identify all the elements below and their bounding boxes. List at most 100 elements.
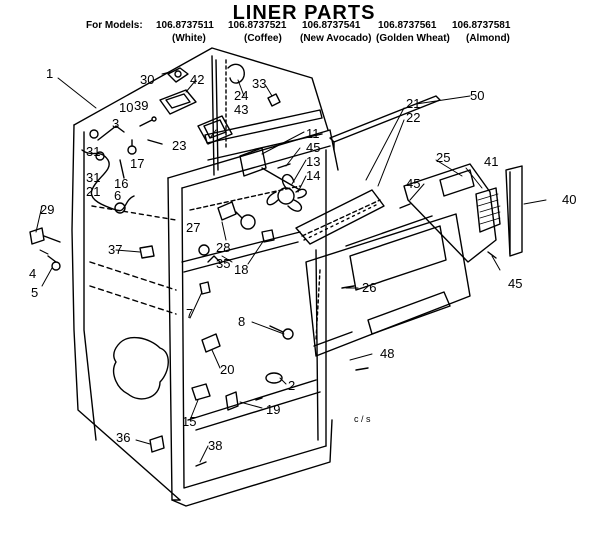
- callout-11: 11: [306, 126, 320, 141]
- callout-2: 2: [288, 378, 296, 393]
- callout-31-upper: 31: [86, 144, 101, 159]
- callout-50: 50: [470, 88, 485, 103]
- model-number: 106.8737541: [302, 20, 361, 31]
- part-43-frame: [197, 115, 233, 145]
- callout-18: 18: [234, 262, 249, 277]
- part-29-hinge: [29, 227, 61, 245]
- part-6-clip: [114, 202, 126, 214]
- part-8-plug: [269, 325, 294, 340]
- part-40-trim: [505, 165, 523, 257]
- part-22-duct: [295, 189, 385, 245]
- callout-8: 8: [238, 314, 246, 329]
- model-color: (Almond): [466, 33, 510, 44]
- callout-14: 14: [306, 168, 321, 183]
- part-2-foot: [265, 372, 283, 384]
- drawing-note: c / s: [354, 414, 371, 424]
- callout-45-panel: 45: [406, 176, 421, 191]
- part-18-clip: [261, 229, 275, 243]
- part-24-clip: [227, 63, 245, 84]
- callout-16: 16: [114, 176, 129, 191]
- access-opening: [112, 336, 169, 400]
- callout-35: 35: [216, 256, 231, 271]
- callout-6: 6: [114, 188, 122, 203]
- page-title: LINER PARTS: [232, 2, 376, 24]
- part-16-pin: [119, 159, 125, 179]
- callout-22: 22: [406, 110, 421, 125]
- callout-4: 4: [29, 266, 37, 281]
- part-45-screw-top: [277, 163, 291, 169]
- callout-30: 30: [140, 72, 155, 87]
- callout-41: 41: [484, 154, 499, 169]
- callout-1: 1: [46, 66, 54, 81]
- part-4-screw: [47, 255, 57, 263]
- callout-37: 37: [108, 242, 123, 257]
- part-48-evaporator-cover: [305, 213, 471, 357]
- part-19-clip: [225, 391, 263, 411]
- part-50-rail: [329, 95, 441, 151]
- part-23-screw: [147, 139, 163, 145]
- part-39-screw: [139, 116, 157, 127]
- callout-42: 42: [190, 72, 205, 87]
- callout-20: 20: [220, 362, 235, 377]
- callout-17: 17: [130, 156, 145, 171]
- callout-31-lower: 31: [86, 170, 101, 185]
- callout-7: 7: [186, 306, 194, 321]
- callout-36: 36: [116, 430, 131, 445]
- callout-48: 48: [380, 346, 395, 361]
- model-number: 106.8737511: [156, 20, 214, 31]
- callout-3: 3: [112, 116, 120, 131]
- callout-19: 19: [266, 402, 281, 417]
- callout-27: 27: [186, 220, 201, 235]
- part-17-knob: [127, 139, 137, 155]
- part-15-bracket: [191, 383, 211, 401]
- wiring-harness: [81, 149, 135, 212]
- callout-24: 24: [234, 88, 249, 103]
- callout-33: 33: [252, 76, 267, 91]
- model-color: (New Avocado): [300, 33, 372, 44]
- part-38-screw: [195, 461, 207, 467]
- callout-13: 13: [306, 154, 321, 169]
- model-color: (Golden Wheat): [376, 33, 450, 44]
- part-28-bulb: [198, 244, 210, 256]
- callout-45-grille: 45: [508, 276, 523, 291]
- part-3-screw: [89, 129, 99, 139]
- callout-21-right: 21: [406, 96, 421, 111]
- callout-40: 40: [562, 192, 577, 207]
- part-33-screw: [267, 93, 281, 107]
- part-42-housing: [159, 89, 197, 115]
- models-label: For Models:: [86, 20, 143, 31]
- callout-15: 15: [182, 414, 197, 429]
- part-31-clip: [95, 151, 105, 161]
- callout-39: 39: [134, 98, 149, 113]
- part-26-clip: [341, 285, 355, 289]
- callout-45-fan: 45: [306, 140, 321, 155]
- model-number: 106.8737521: [228, 20, 287, 31]
- callout-28: 28: [216, 240, 231, 255]
- model-color: (Coffee): [244, 33, 282, 44]
- model-number: 106.8737581: [452, 20, 511, 31]
- callout-26: 26: [362, 280, 377, 295]
- fan-assembly: [239, 147, 307, 212]
- part-7-clip: [199, 281, 211, 295]
- part-20-bracket: [201, 333, 221, 353]
- part-35-clip: [207, 255, 221, 263]
- callout-25: 25: [436, 150, 451, 165]
- callout-29: 29: [40, 202, 55, 217]
- part-41-grille: [475, 187, 501, 233]
- leader-lines: [35, 71, 547, 463]
- part-48-screw: [355, 367, 369, 371]
- part-27-light-socket: [217, 201, 256, 230]
- part-25-panel: [403, 163, 497, 263]
- model-number: 106.8737561: [378, 20, 437, 31]
- part-36-clip: [149, 435, 165, 453]
- callout-21-left: 21: [86, 184, 101, 199]
- callout-38: 38: [208, 438, 223, 453]
- model-color: (White): [172, 33, 206, 44]
- part-45-screw-right: [399, 203, 497, 259]
- callout-5: 5: [31, 285, 39, 300]
- callout-43: 43: [234, 102, 249, 117]
- callout-10: 10: [119, 100, 134, 115]
- part-5-cap: [51, 261, 61, 271]
